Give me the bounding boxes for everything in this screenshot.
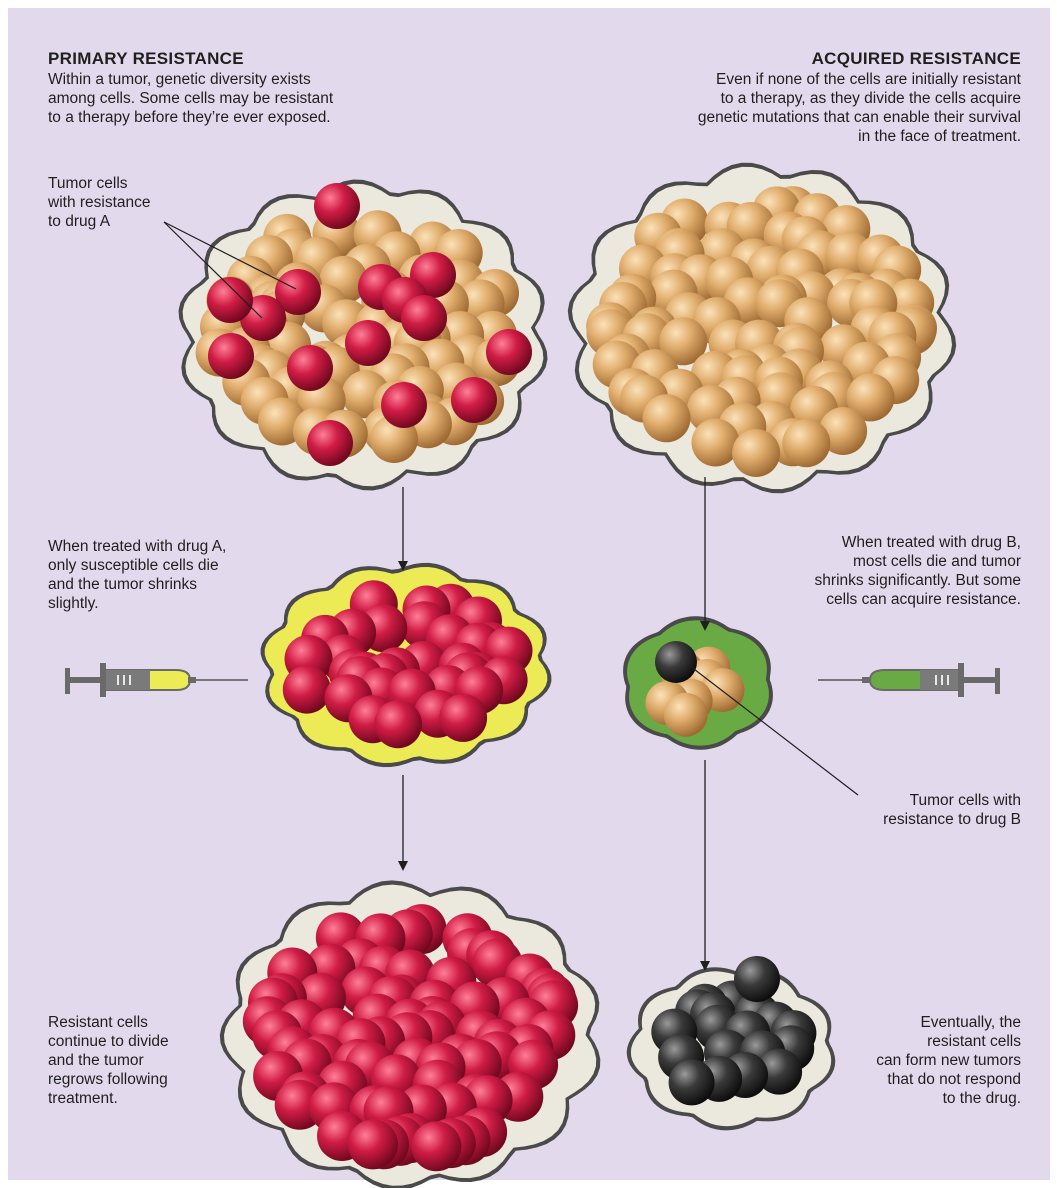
tumor-cell	[732, 429, 780, 477]
primary-intro: Within a tumor, genetic diversity exists…	[48, 70, 333, 127]
resistant-cell-drug-a	[307, 420, 353, 466]
tumor-cell	[411, 1121, 461, 1171]
acquired-intro: Even if none of the cells are initially …	[698, 70, 1021, 146]
resistant-cell-drug-a	[451, 377, 497, 423]
resistant-cell-drug-a	[207, 277, 253, 323]
tumor-cell	[283, 666, 331, 714]
drug-a-callout: Tumor cells with resistance to drug A	[48, 174, 151, 231]
syringe-icon	[818, 663, 1000, 697]
tumor-cell	[782, 419, 830, 467]
resistant-cell-drug-a	[208, 333, 254, 379]
tumor-cell	[669, 1059, 715, 1105]
resistant-cell-drug-a	[314, 183, 360, 229]
resistant-cell-drug-b	[734, 956, 780, 1002]
acquired-outcome-caption: Eventually, the resistant cells can form…	[876, 1013, 1021, 1108]
drug-a-treatment-caption: When treated with drug A, only susceptib…	[48, 537, 226, 613]
resistant-cell-drug-a	[401, 295, 447, 341]
tumor-cell	[643, 394, 691, 442]
resistant-cell-drug-a	[345, 320, 391, 366]
tumor-cell	[374, 700, 422, 748]
tumor-cell	[348, 1119, 398, 1169]
resistant-cell-drug-b	[655, 641, 697, 683]
resistant-cell-drug-a	[287, 345, 333, 391]
tumor-cell	[664, 693, 708, 737]
tumor-cell	[439, 694, 487, 742]
primary-heading: PRIMARY RESISTANCE	[48, 49, 244, 69]
drug-b-treatment-caption: When treated with drug B, most cells die…	[815, 533, 1021, 609]
primary-outcome-caption: Resistant cells continue to divide and t…	[48, 1013, 169, 1108]
resistant-cell-drug-a	[381, 382, 427, 428]
syringe-icon	[65, 663, 248, 697]
resistant-cell-drug-a	[486, 329, 532, 375]
acquired-heading: ACQUIRED RESISTANCE	[812, 49, 1021, 69]
tumor-cell	[692, 419, 740, 467]
drug-b-callout: Tumor cells with resistance to drug B	[883, 791, 1021, 829]
